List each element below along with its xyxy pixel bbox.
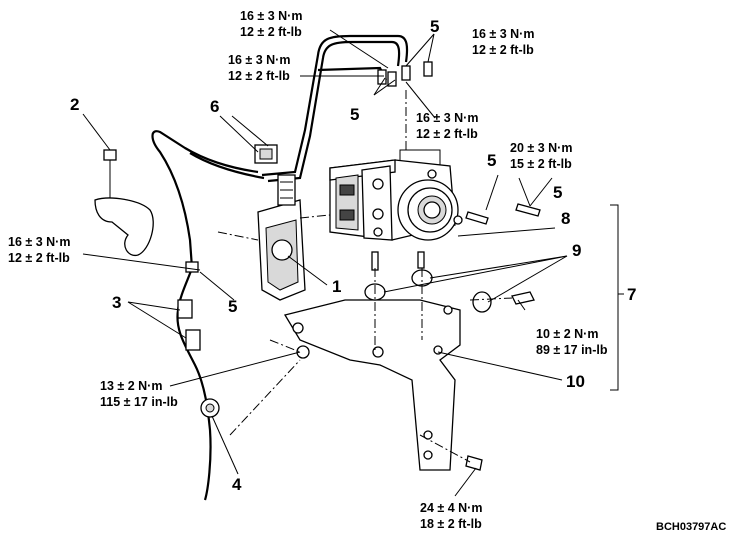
callout-5-top-left: 5 <box>350 105 359 124</box>
fasteners <box>296 291 535 471</box>
brake-tube-bracket <box>257 174 306 301</box>
torque-top-center-nm: 16 ± 3 N·m <box>240 9 302 23</box>
callout-6: 6 <box>210 97 219 116</box>
torque-top-center-ftlb: 12 ± 2 ft-lb <box>240 25 302 39</box>
torque-left-low-nm: 13 ± 2 N·m <box>100 379 162 393</box>
torque-mid-right-nm: 20 ± 3 N·m <box>510 141 572 155</box>
callout-9: 9 <box>572 241 581 260</box>
torque-mid-center-ftlb: 12 ± 2 ft-lb <box>416 127 478 141</box>
torque-upper-left-nm: 16 ± 3 N·m <box>228 53 290 67</box>
callout-10: 10 <box>566 372 585 391</box>
mounting-bracket <box>283 299 461 471</box>
torque-upper-left-ftlb: 12 ± 2 ft-lb <box>228 69 290 83</box>
callout-2: 2 <box>70 95 79 114</box>
tube-clip <box>254 144 278 164</box>
sensor-harness <box>176 261 220 501</box>
torque-top-right-nm: 16 ± 3 N·m <box>472 27 534 41</box>
assembly-lines <box>217 90 513 463</box>
callout-8: 8 <box>561 209 570 228</box>
leader-lines <box>82 29 624 497</box>
bolt-2-and-clip <box>94 149 154 257</box>
callout-5-mid: 5 <box>487 151 496 170</box>
torque-right-low-nm: 10 ± 2 N·m <box>536 327 598 341</box>
torque-top-right-ftlb: 12 ± 2 ft-lb <box>472 43 534 57</box>
torque-specs: 16 ± 3 N·m 12 ± 2 ft-lb 16 ± 3 N·m 12 ± … <box>8 9 608 531</box>
flare-nuts-top <box>377 61 433 87</box>
callout-5-right: 5 <box>553 183 562 202</box>
callout-numbers: 2 6 5 5 5 5 5 1 8 9 7 3 10 4 <box>70 17 636 494</box>
flare-nuts-side <box>465 203 541 225</box>
hydraulic-unit <box>329 149 463 241</box>
torque-right-low-inlb: 89 ± 17 in-lb <box>536 343 608 357</box>
torque-mid-center-nm: 16 ± 3 N·m <box>416 111 478 125</box>
callout-1: 1 <box>332 277 341 296</box>
figure-code: BCH03797AC <box>656 521 726 533</box>
torque-mid-right-ftlb: 15 ± 2 ft-lb <box>510 157 572 171</box>
callout-5-left: 5 <box>228 297 237 316</box>
callout-7: 7 <box>627 285 636 304</box>
callout-3: 3 <box>112 293 121 312</box>
torque-bottom-nm: 24 ± 4 N·m <box>420 501 482 515</box>
callout-5-top-right: 5 <box>430 17 439 36</box>
torque-left-low-inlb: 115 ± 17 in-lb <box>100 395 178 409</box>
callout-4: 4 <box>232 475 242 494</box>
torque-left-ftlb: 12 ± 2 ft-lb <box>8 251 70 265</box>
torque-left-nm: 16 ± 3 N·m <box>8 235 70 249</box>
brake-tubes <box>151 34 409 269</box>
torque-bottom-ftlb: 18 ± 2 ft-lb <box>420 517 482 531</box>
